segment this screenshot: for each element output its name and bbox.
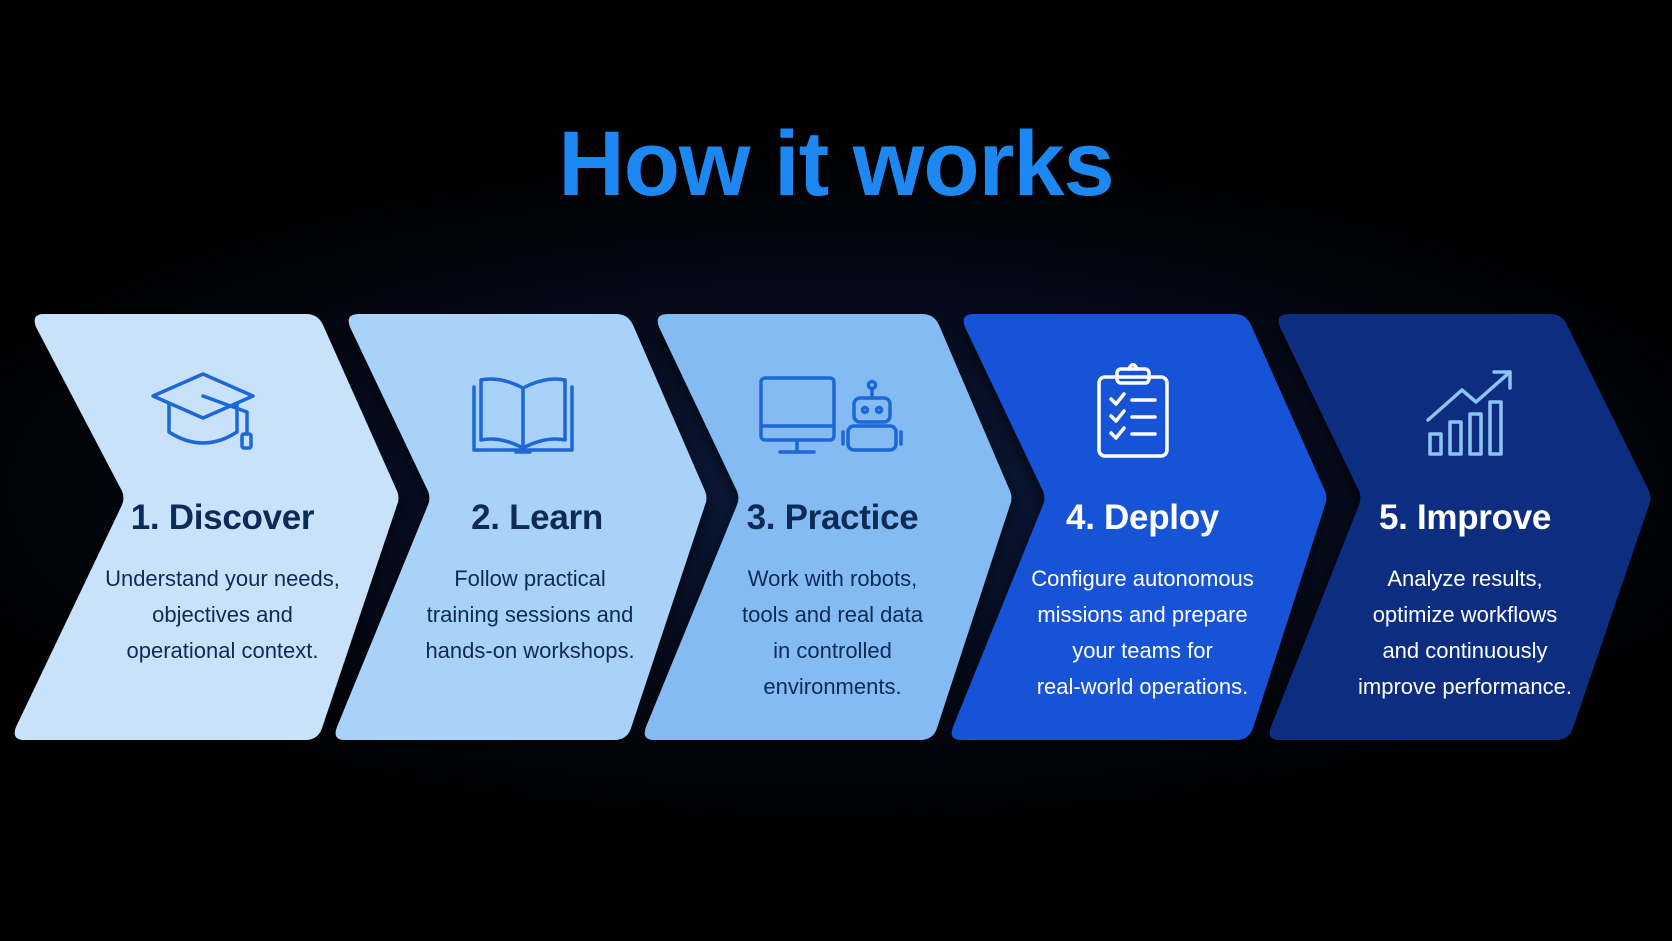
step-5-chevron <box>1269 314 1651 740</box>
computer-robot-icon <box>759 376 903 454</box>
step-2-chevron <box>335 314 707 740</box>
step-5: 5. Improve Analyze results, optimize wor… <box>1330 500 1600 705</box>
step-4-description: Configure autonomous missions and prepar… <box>1031 566 1254 699</box>
step-4: 4. Deploy Configure autonomous missions … <box>1010 500 1275 705</box>
step-5-heading: 5. Improve <box>1378 498 1552 537</box>
open-book-icon <box>472 377 574 454</box>
step-3-heading: 3. Practice <box>746 498 919 537</box>
step-1-chevron <box>14 314 399 740</box>
page-title: How it works <box>558 113 1114 215</box>
step-3: 3. Practice Work with robots, tools and … <box>710 500 955 705</box>
step-2: 2. Learn Follow practical training sessi… <box>400 500 660 669</box>
clipboard-checklist-icon <box>1097 362 1169 458</box>
step-4-chevron <box>951 314 1327 740</box>
step-4-heading: 4. Deploy <box>1066 498 1219 537</box>
step-5-description: Analyze results, optimize workflows and … <box>1358 566 1572 699</box>
graduation-cap-icon <box>151 372 255 450</box>
step-2-description: Follow practical training sessions and h… <box>425 566 635 663</box>
step-1: 1. Discover Understand your needs, objec… <box>90 500 355 669</box>
step-3-description: Work with robots, tools and real data in… <box>741 566 924 699</box>
step-2-heading: 2. Learn <box>471 498 603 537</box>
step-3-chevron <box>644 314 1012 740</box>
growth-chart-icon <box>1426 370 1512 456</box>
step-1-description: Understand your needs, objectives and op… <box>105 566 340 663</box>
step-1-heading: 1. Discover <box>130 498 315 537</box>
